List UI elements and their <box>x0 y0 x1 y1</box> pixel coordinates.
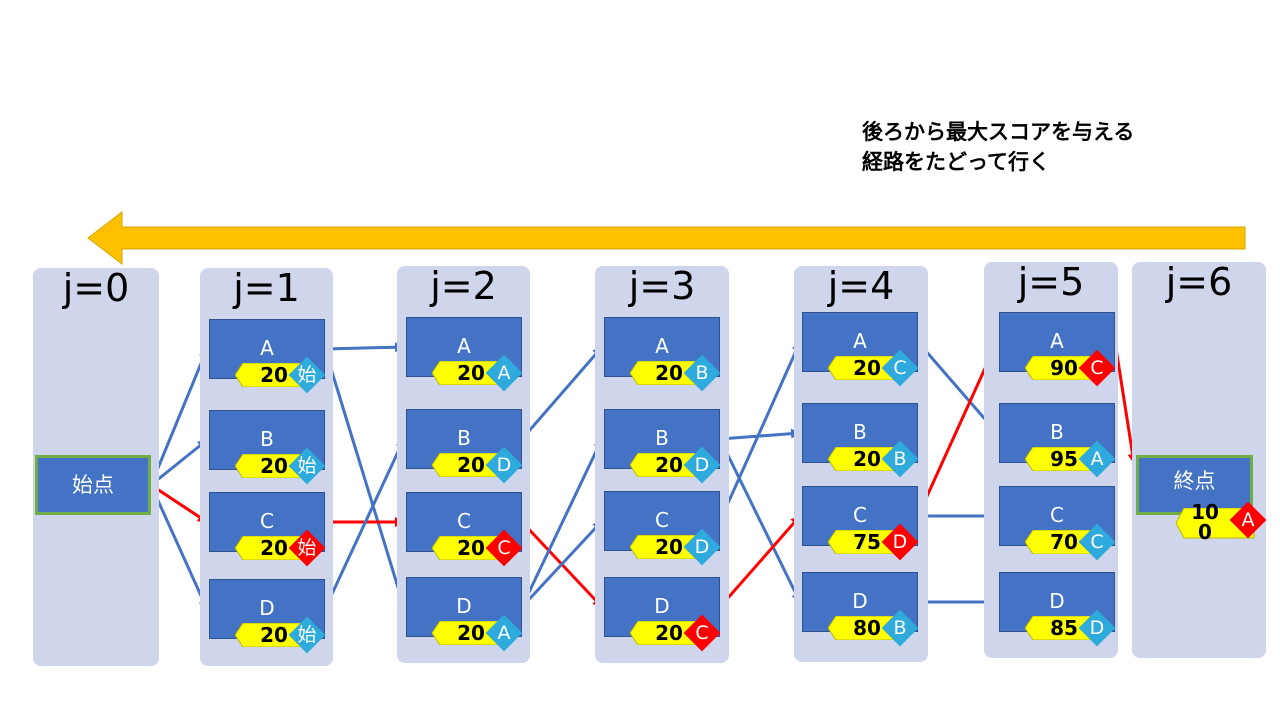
score-badge: 85 D <box>1025 609 1116 647</box>
transition-edge <box>718 438 802 603</box>
column-label: j=3 <box>628 264 696 308</box>
score-value: 20 <box>260 623 288 647</box>
predecessor-label: A <box>1241 509 1255 531</box>
predecessor-label: C <box>695 622 709 644</box>
score-value: 20 <box>655 453 683 477</box>
transition-edge <box>520 438 604 608</box>
predecessor-label: 始 <box>297 624 317 646</box>
column-label: j=1 <box>233 266 300 310</box>
score-badge: 75 D <box>828 523 919 561</box>
predecessor-label: A <box>1090 448 1104 470</box>
edge-layer <box>149 341 1138 610</box>
score-badge: 20 A <box>432 354 523 392</box>
score-value: 20 <box>457 361 485 385</box>
score-value: 20 <box>655 535 683 559</box>
score-badge: 20 A <box>432 614 523 652</box>
predecessor-label: B <box>893 617 907 639</box>
best-path-edge <box>150 483 208 524</box>
score-value: 20 <box>457 621 485 645</box>
transition-edge <box>324 342 405 353</box>
score-value: 20 <box>457 536 485 560</box>
score-value: 20 <box>260 363 288 387</box>
score-value: 10 0 <box>1191 500 1219 544</box>
score-value: 20 <box>655 621 683 645</box>
state-node-a: A <box>406 317 522 377</box>
best-path-edge <box>1113 341 1138 464</box>
score-value: 75 <box>853 530 881 554</box>
transition-edge <box>150 438 208 487</box>
predecessor-label: C <box>1090 531 1104 553</box>
start-node: 始点 <box>35 455 151 515</box>
score-badge: 20 D <box>432 446 523 484</box>
score-value: 20 <box>260 454 288 478</box>
transition-edge <box>149 348 209 486</box>
transition-edge <box>520 519 604 609</box>
score-badge: 20 始 <box>235 529 326 567</box>
predecessor-label: B <box>695 362 709 384</box>
predecessor-label: D <box>892 531 908 553</box>
score-badge: 10 0 A <box>1176 501 1267 542</box>
score-value: 20 <box>853 447 881 471</box>
predecessor-label: D <box>1089 617 1105 639</box>
score-badge: 20 始 <box>235 447 326 485</box>
score-badge: 20 D <box>630 528 721 566</box>
score-badge: 90 C <box>1025 349 1116 387</box>
score-value: 95 <box>1050 447 1078 471</box>
score-badge: 70 C <box>1025 523 1116 561</box>
predecessor-label: D <box>694 536 710 558</box>
predecessor-label: C <box>1090 357 1104 379</box>
end-node: 終点 <box>1136 455 1253 515</box>
score-value: 20 <box>457 453 485 477</box>
score-badge: 20 D <box>630 446 721 484</box>
score-value: 20 <box>655 361 683 385</box>
score-value: 70 <box>1050 530 1078 554</box>
predecessor-label: D <box>694 454 710 476</box>
score-badge: 20 始 <box>235 356 326 394</box>
predecessor-label: A <box>497 622 511 644</box>
column-label: j=6 <box>1165 260 1233 304</box>
best-path-edge <box>916 341 999 517</box>
column-label: j=5 <box>1017 260 1085 304</box>
column-label: j=0 <box>62 266 130 310</box>
predecessor-label: C <box>497 537 511 559</box>
score-badge: 20 C <box>630 614 721 652</box>
caption-line-1: 後ろから最大スコアを与える <box>862 120 1135 144</box>
column-label: j=2 <box>430 264 497 308</box>
transition-edge <box>916 341 999 434</box>
predecessor-label: 始 <box>297 364 317 386</box>
predecessor-label: B <box>893 448 907 470</box>
predecessor-label: C <box>893 357 907 379</box>
score-value: 85 <box>1050 616 1078 640</box>
column-label: j=4 <box>827 264 895 308</box>
score-badge: 95 A <box>1025 440 1116 478</box>
caption-line-2: 経路をたどって行く <box>862 150 1050 174</box>
score-badge: 80 B <box>828 609 919 647</box>
score-value: 90 <box>1050 356 1078 380</box>
predecessor-label: 始 <box>297 455 317 477</box>
transition-edge <box>323 438 406 610</box>
score-badge: 20 B <box>630 354 721 392</box>
score-badge: 20 B <box>828 440 919 478</box>
score-badge: 20 C <box>432 529 523 567</box>
caption: 後ろから最大スコアを与える 経路をたどって行く <box>862 117 1134 177</box>
best-path-edge <box>718 515 802 608</box>
score-badge: 20 C <box>828 349 919 387</box>
transition-edge <box>323 348 407 608</box>
score-badge: 20 始 <box>235 616 326 654</box>
backward-arrow <box>87 210 1246 266</box>
transition-edge <box>718 341 802 522</box>
transition-edge <box>719 428 801 441</box>
predecessor-label: 始 <box>297 537 317 559</box>
score-value: 80 <box>853 616 881 640</box>
score-value: 20 <box>853 356 881 380</box>
transition-edge <box>520 346 604 440</box>
predecessor-label: D <box>496 454 512 476</box>
transition-edge <box>149 484 209 610</box>
predecessor-label: A <box>497 362 511 384</box>
score-value: 20 <box>260 536 288 560</box>
